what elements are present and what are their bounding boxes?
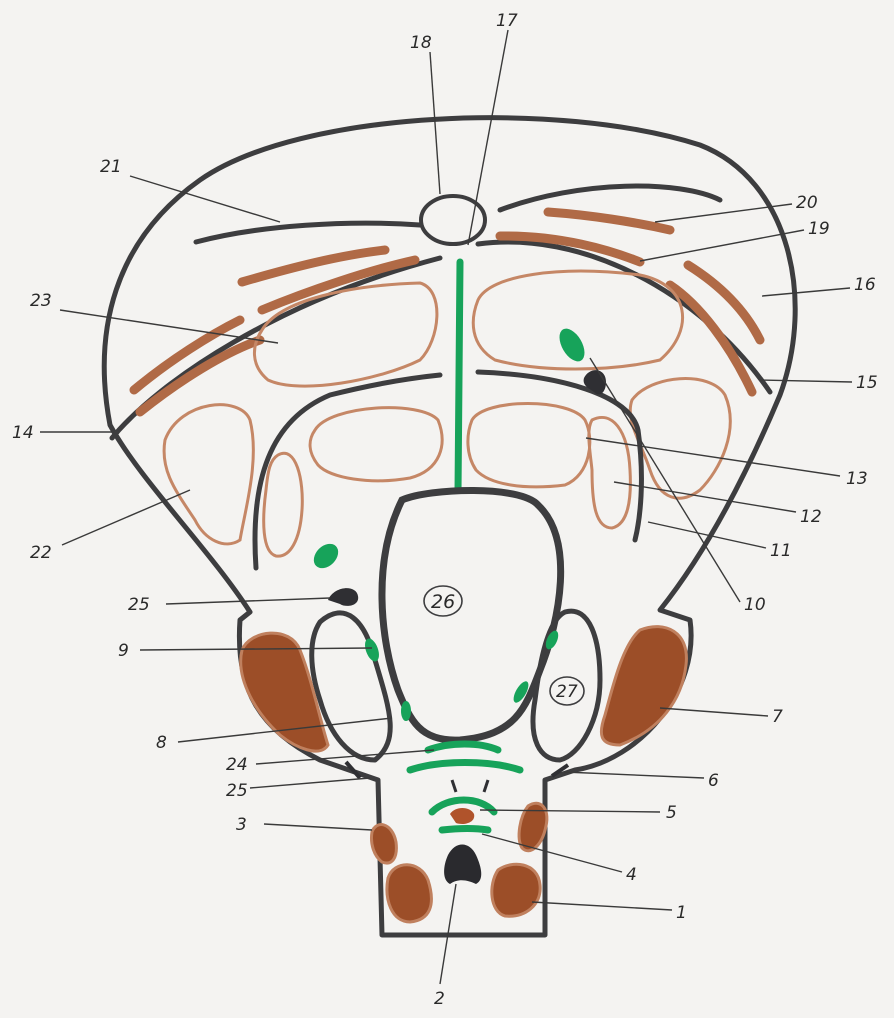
green-band-lower bbox=[410, 763, 520, 771]
dark-tick-left bbox=[452, 780, 456, 792]
green-node-left-upper bbox=[309, 539, 343, 573]
right-top-arc bbox=[500, 186, 720, 210]
label-4: 4 bbox=[626, 865, 637, 885]
label-11: 11 bbox=[770, 541, 792, 561]
green-midline-17 bbox=[458, 262, 460, 492]
muscle-right-lateral-hatched bbox=[630, 379, 730, 499]
muscle-1-solid bbox=[492, 864, 540, 916]
green-node-8 bbox=[401, 701, 411, 721]
label-23: 23 bbox=[30, 291, 52, 311]
label-25-lower: 25 bbox=[226, 781, 248, 801]
dark-structure-25-left bbox=[328, 588, 358, 606]
green-node-9 bbox=[362, 637, 381, 664]
muscle-strip-16 bbox=[688, 265, 760, 340]
dark-tick-right bbox=[484, 780, 488, 792]
dark-structure-2 bbox=[444, 844, 481, 884]
label-2: 2 bbox=[434, 989, 445, 1009]
label-18: 18 bbox=[410, 33, 432, 53]
muscle-12-hatched bbox=[589, 417, 631, 528]
label-10: 10 bbox=[744, 595, 766, 615]
muscle-left-bottom-solid bbox=[387, 865, 431, 922]
label-5: 5 bbox=[666, 803, 677, 823]
muscle-3-solid bbox=[371, 825, 396, 863]
label-25-upper: 25 bbox=[128, 595, 150, 615]
label-6: 6 bbox=[708, 771, 719, 791]
label-14: 14 bbox=[12, 423, 34, 443]
muscle-left-center-hatched bbox=[310, 408, 442, 481]
label-22: 22 bbox=[30, 543, 52, 563]
muscle-7-solid bbox=[601, 627, 686, 745]
muscle-strip-20 bbox=[548, 212, 670, 230]
label-3: 3 bbox=[236, 815, 247, 835]
structure-5-small-brown bbox=[450, 808, 474, 824]
label-17: 17 bbox=[496, 11, 518, 31]
label-7: 7 bbox=[772, 707, 783, 727]
label-1: 1 bbox=[676, 903, 687, 923]
green-bar-4 bbox=[442, 829, 488, 831]
muscle-13-hatched bbox=[468, 404, 590, 487]
label-27: 27 bbox=[556, 682, 578, 702]
label-20: 20 bbox=[796, 193, 818, 213]
muscle-left-vertical-hatched bbox=[264, 453, 303, 556]
label-9: 9 bbox=[118, 641, 129, 661]
label-13: 13 bbox=[846, 469, 868, 489]
label-16: 16 bbox=[854, 275, 876, 295]
green-band-24 bbox=[428, 744, 498, 750]
left-top-arc bbox=[196, 223, 420, 242]
label-21: 21 bbox=[100, 157, 122, 177]
label-8: 8 bbox=[156, 733, 167, 753]
green-node-10 bbox=[554, 324, 589, 365]
label-26: 26 bbox=[431, 591, 455, 613]
label-15: 15 bbox=[856, 373, 878, 393]
right-inner-arc bbox=[478, 242, 770, 392]
label-19: 19 bbox=[808, 219, 830, 239]
label-12: 12 bbox=[800, 507, 822, 527]
muscle-22-hatched bbox=[164, 405, 253, 544]
label-24: 24 bbox=[226, 755, 248, 775]
